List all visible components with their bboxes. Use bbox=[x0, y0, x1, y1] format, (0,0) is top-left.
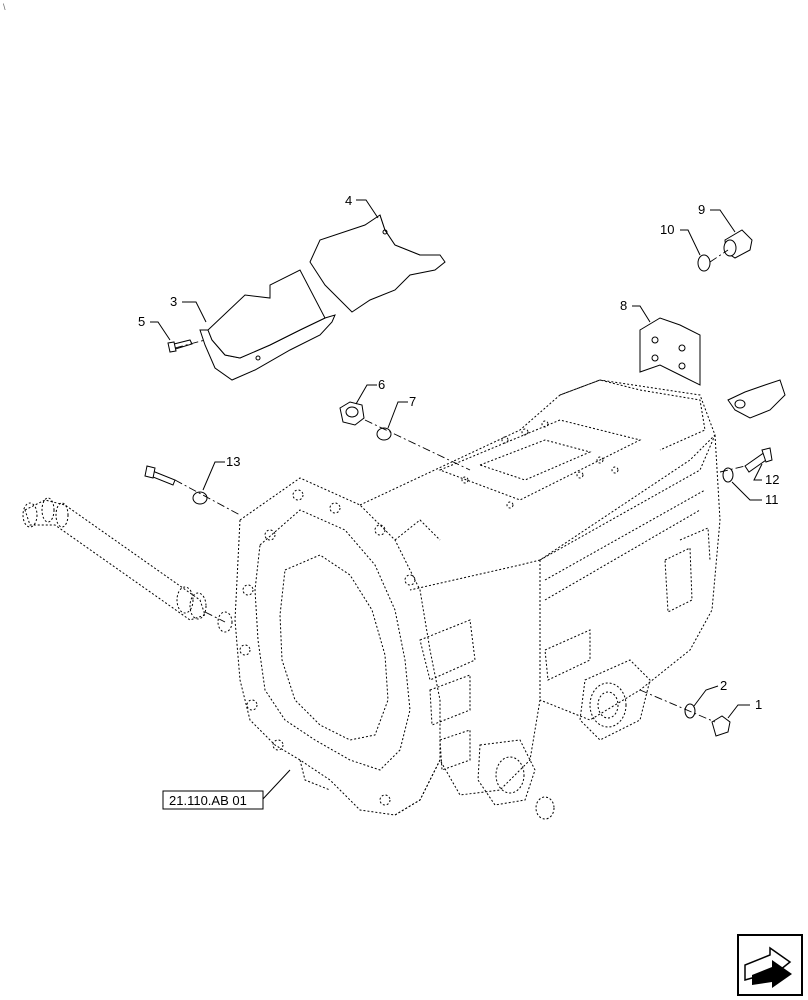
callout-label-1: 1 bbox=[755, 697, 762, 712]
callout-9: 9 bbox=[698, 202, 736, 233]
callout-1: 1 bbox=[727, 697, 762, 719]
bracket-8 bbox=[639, 317, 701, 386]
callout-10: 10 bbox=[660, 222, 701, 256]
callout-label-5: 5 bbox=[138, 314, 145, 329]
reference-label[interactable]: 21.110.AB 01 bbox=[169, 793, 247, 808]
callout-label-6: 6 bbox=[378, 377, 385, 392]
transmission-housing bbox=[234, 379, 721, 816]
callout-13: 13 bbox=[202, 454, 240, 491]
callout-11: 11 bbox=[731, 481, 779, 507]
callout-label-3: 3 bbox=[170, 294, 177, 309]
callout-label-7: 7 bbox=[409, 394, 416, 409]
clip-bracket bbox=[727, 379, 786, 419]
callout-4: 4 bbox=[345, 193, 379, 219]
plug-1 bbox=[711, 715, 731, 737]
callout-12: 12 bbox=[753, 463, 779, 487]
bushing-half-3 bbox=[199, 269, 336, 381]
fitting-6 bbox=[339, 401, 365, 426]
callout-label-12: 12 bbox=[765, 472, 779, 487]
callout-label-8: 8 bbox=[620, 298, 627, 313]
callout-label-13: 13 bbox=[226, 454, 240, 469]
reference-box[interactable] bbox=[162, 790, 264, 810]
assembly-lines bbox=[174, 249, 746, 723]
o-ring-7 bbox=[376, 427, 392, 441]
bolt-5 bbox=[167, 339, 193, 353]
next-page-arrow-icon[interactable] bbox=[737, 934, 803, 996]
bolt-13 bbox=[144, 465, 176, 486]
washer-11 bbox=[722, 467, 734, 483]
callout-7: 7 bbox=[387, 394, 416, 429]
shaft-seal-ring bbox=[217, 611, 233, 633]
bushing-half-4 bbox=[309, 214, 446, 313]
bolt-12 bbox=[744, 447, 773, 473]
reference-callout[interactable]: 21.110.AB 01 bbox=[162, 769, 291, 810]
callout-label-4: 4 bbox=[345, 193, 352, 208]
plug-9 bbox=[723, 229, 753, 259]
callout-label-10: 10 bbox=[660, 222, 674, 237]
callout-3: 3 bbox=[170, 294, 207, 323]
callout-2: 2 bbox=[693, 678, 727, 707]
corner-mark: \ bbox=[3, 2, 6, 12]
callout-label-11: 11 bbox=[765, 492, 779, 507]
callout-6: 6 bbox=[355, 377, 385, 405]
seal-ring-bottom bbox=[535, 796, 555, 820]
callout-label-2: 2 bbox=[720, 678, 727, 693]
callout-label-9: 9 bbox=[698, 202, 705, 217]
o-ring-10 bbox=[697, 254, 711, 272]
callout-5: 5 bbox=[138, 314, 171, 341]
callout-8: 8 bbox=[620, 298, 651, 323]
shaft bbox=[22, 497, 207, 621]
